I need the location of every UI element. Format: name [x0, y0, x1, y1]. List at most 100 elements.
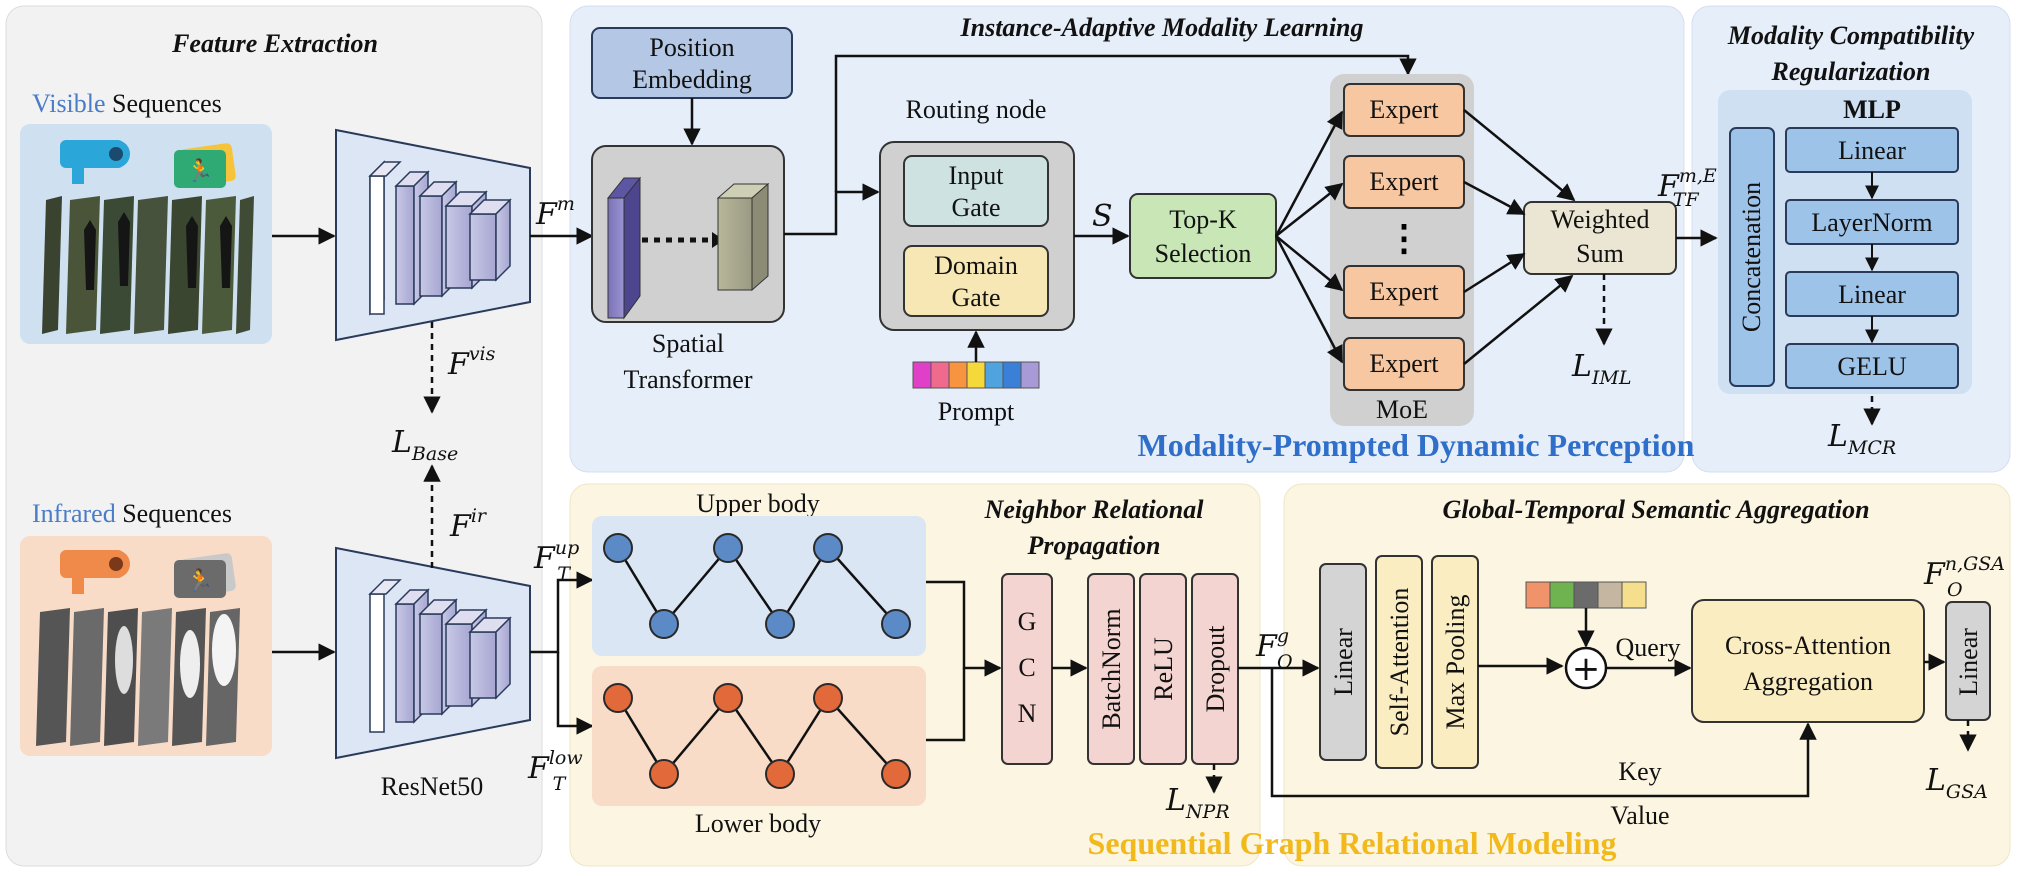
visible-frames: [42, 196, 254, 334]
camera-icon-infrared: [60, 550, 130, 594]
prompt-label: Prompt: [938, 397, 1015, 426]
mcr-title-line2: Regularization: [1771, 57, 1931, 86]
graph-edge: [827, 547, 897, 625]
concatenation-label: Concatenation: [1737, 182, 1766, 332]
topk-line2: Selection: [1155, 239, 1252, 268]
prompt-segment: [930, 361, 950, 389]
mcr-linear-1-label: Linear: [1838, 136, 1906, 165]
topk-line1: Top-K: [1169, 205, 1237, 234]
cross-attention-line2: Aggregation: [1743, 667, 1873, 696]
expert-label-4: Expert: [1369, 349, 1439, 378]
transformer-to-routing: [784, 183, 880, 236]
dropout-label: Dropout: [1201, 625, 1230, 712]
key-label: Key: [1618, 757, 1661, 786]
gtsa-linear-box: [1319, 563, 1367, 761]
key-value-path: [1270, 668, 1817, 798]
gelu-box: [1785, 343, 1959, 389]
query-token-bar: [1525, 581, 1647, 609]
npr-title-line2: Propagation: [1027, 531, 1161, 560]
query-token-segment: [1573, 581, 1599, 609]
upper-body-graph: [603, 533, 911, 639]
input-gate-box: [903, 155, 1049, 227]
expert-label-3: Expert: [1369, 277, 1439, 306]
expert-dots: ⋮: [1386, 218, 1422, 258]
graph-edge: [726, 547, 782, 625]
instance-adaptive-title: Instance-Adaptive Modality Learning: [960, 13, 1364, 42]
l-iml-label: LIML: [1571, 349, 1632, 389]
graph-node: [765, 759, 795, 789]
f-ir-label: Fir: [449, 505, 488, 544]
query-token-segment: [1597, 581, 1623, 609]
domain-gate-box: [903, 245, 1049, 317]
graph-node: [813, 683, 843, 713]
topk-to-experts: [1274, 110, 1344, 364]
max-pooling-box: [1431, 555, 1479, 769]
expert-label-2: Expert: [1369, 167, 1439, 196]
resnet-to-upper: [530, 571, 594, 654]
relu-box: [1139, 573, 1187, 765]
graph-edge: [663, 697, 729, 775]
gtsa-out-linear-label: Linear: [1954, 628, 1983, 696]
svg-text:🏃: 🏃: [186, 568, 213, 593]
npr-title-line1: Neighbor Relational: [984, 495, 1205, 524]
lower-body-label: Lower body: [695, 809, 821, 838]
weighted-sum-line1: Weighted: [1551, 205, 1650, 234]
position-embedding-line1: Position: [649, 33, 734, 62]
resnet-label: ResNet50: [381, 772, 484, 801]
prompt-segment: [966, 361, 986, 389]
sgrm-title: Sequential Graph Relational Modeling: [1088, 825, 1617, 861]
self-attention-box: [1375, 555, 1423, 769]
prompt-segment: [1002, 361, 1022, 389]
input-gate-line2: Gate: [951, 193, 1000, 222]
layernorm-label: LayerNorm: [1811, 208, 1932, 237]
spatial-transformer-line1: Spatial: [652, 329, 724, 358]
resnet-to-lower: [556, 652, 594, 735]
prompt-bar: [912, 361, 1040, 389]
graph-edge: [726, 697, 782, 775]
graph-edge: [663, 547, 729, 625]
batchnorm-label: BatchNorm: [1097, 608, 1126, 729]
query-token-segment: [1621, 581, 1647, 609]
infrared-sequences-label: Infrared Sequences: [32, 499, 232, 528]
svg-text:🏃: 🏃: [186, 158, 213, 183]
prompt-segment: [912, 361, 932, 389]
prompt-segment: [948, 361, 968, 389]
gcn-c: C: [1018, 653, 1035, 682]
query-label: Query: [1616, 633, 1681, 662]
feature-extraction-title: Feature Extraction: [171, 29, 378, 58]
l-gsa-label: LGSA: [1925, 763, 1988, 803]
value-label: Value: [1610, 801, 1669, 830]
batchnorm-box: [1087, 573, 1135, 765]
graph-node: [649, 759, 679, 789]
transformer-to-moe-top: [834, 54, 1417, 192]
input-gate-line1: Input: [949, 161, 1005, 190]
graph-node: [713, 683, 743, 713]
domain-gate-line1: Domain: [934, 251, 1018, 280]
query-token-segment: [1525, 581, 1551, 609]
graph-node: [649, 609, 679, 639]
mcr-title-line1: Modality Compatibility: [1727, 21, 1975, 50]
l-npr-label: LNPR: [1165, 783, 1230, 823]
infrared-frames: [36, 608, 240, 746]
graph-node: [881, 609, 911, 639]
query-token-segment: [1549, 581, 1575, 609]
mcr-linear-2-label: Linear: [1838, 280, 1906, 309]
transformer-token-right: [716, 182, 770, 292]
graph-node: [713, 533, 743, 563]
relu-label: ReLU: [1149, 637, 1178, 701]
moe-label: MoE: [1376, 395, 1428, 424]
gelu-label: GELU: [1837, 352, 1907, 381]
resnet-top: [335, 128, 531, 342]
weighted-sum-line2: Sum: [1576, 239, 1624, 268]
camera-icon: [60, 140, 130, 184]
spatial-transformer-line2: Transformer: [623, 365, 752, 394]
visible-sequences-label: Visible Sequences: [32, 89, 222, 118]
upper-to-gcn: [926, 580, 1002, 677]
lower-to-gcn: [926, 668, 966, 742]
max-pooling-label: Max Pooling: [1441, 594, 1470, 729]
concatenation-box: [1729, 127, 1775, 387]
l-base-label: LBase: [391, 425, 458, 465]
